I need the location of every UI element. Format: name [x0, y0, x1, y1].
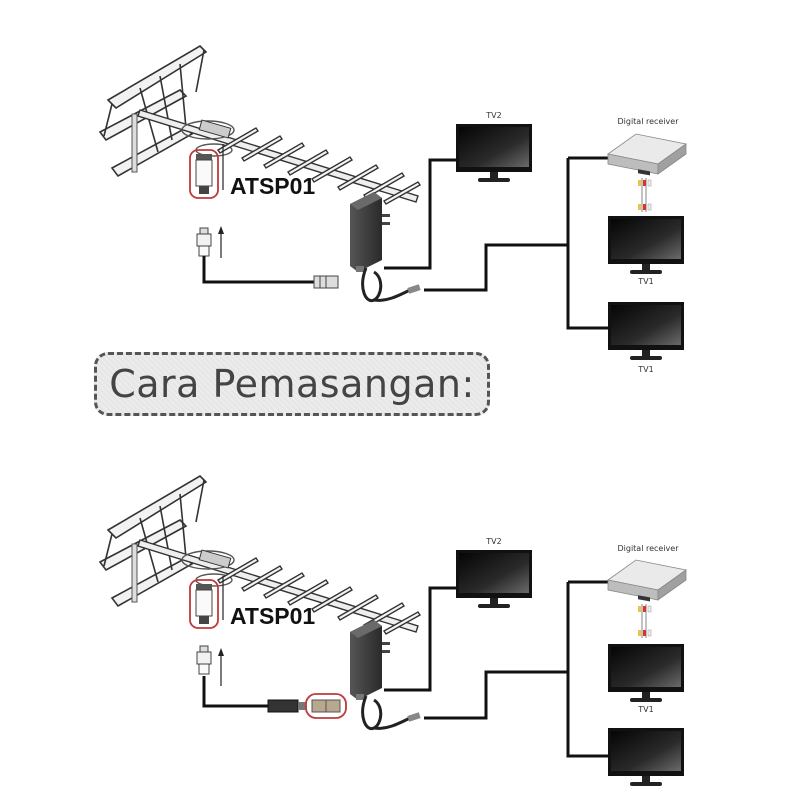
tv2-icon	[456, 124, 532, 182]
coax-plug-icon	[267, 699, 306, 713]
tv1-icon	[608, 216, 684, 274]
power-adapter-icon	[348, 190, 423, 303]
amplifier-highlight	[189, 149, 219, 199]
cables	[202, 156, 608, 330]
tv1-label: TV1	[637, 705, 653, 714]
top-diagram: ATSP01 TV2 Digital receiver TV1 TV1	[99, 45, 687, 374]
tv2-label: TV2	[485, 111, 501, 120]
receiver-label: Digital receiver	[617, 117, 679, 126]
title-banner: Cara Pemasangan:	[94, 352, 490, 416]
rca-cable-icon	[637, 177, 652, 213]
cables	[202, 580, 608, 758]
digital-receiver-icon	[607, 133, 687, 176]
tv1-icon	[608, 728, 684, 786]
connector-highlight	[305, 693, 347, 719]
tv1-icon	[608, 644, 684, 702]
coax-connector-icon	[313, 275, 339, 289]
model-label: ATSP01	[230, 603, 315, 629]
page-title: Cara Pemasangan:	[109, 362, 475, 406]
tv1-icon	[608, 302, 684, 360]
rca-cable-icon	[637, 603, 652, 639]
plug-icon	[196, 227, 212, 257]
model-label: ATSP01	[230, 173, 315, 199]
tv2-label: TV2	[485, 537, 501, 546]
plug-icon	[196, 645, 212, 675]
digital-receiver-icon	[607, 559, 687, 602]
receiver-label: Digital receiver	[617, 544, 679, 553]
power-adapter-icon	[348, 618, 423, 731]
amplifier-highlight	[189, 579, 219, 629]
bottom-diagram: ATSP01 TV2 Digital receiver TV1	[99, 475, 687, 786]
tv2-icon	[456, 550, 532, 608]
tv1-label: TV1	[637, 277, 653, 286]
tv1-label: TV1	[637, 365, 653, 374]
